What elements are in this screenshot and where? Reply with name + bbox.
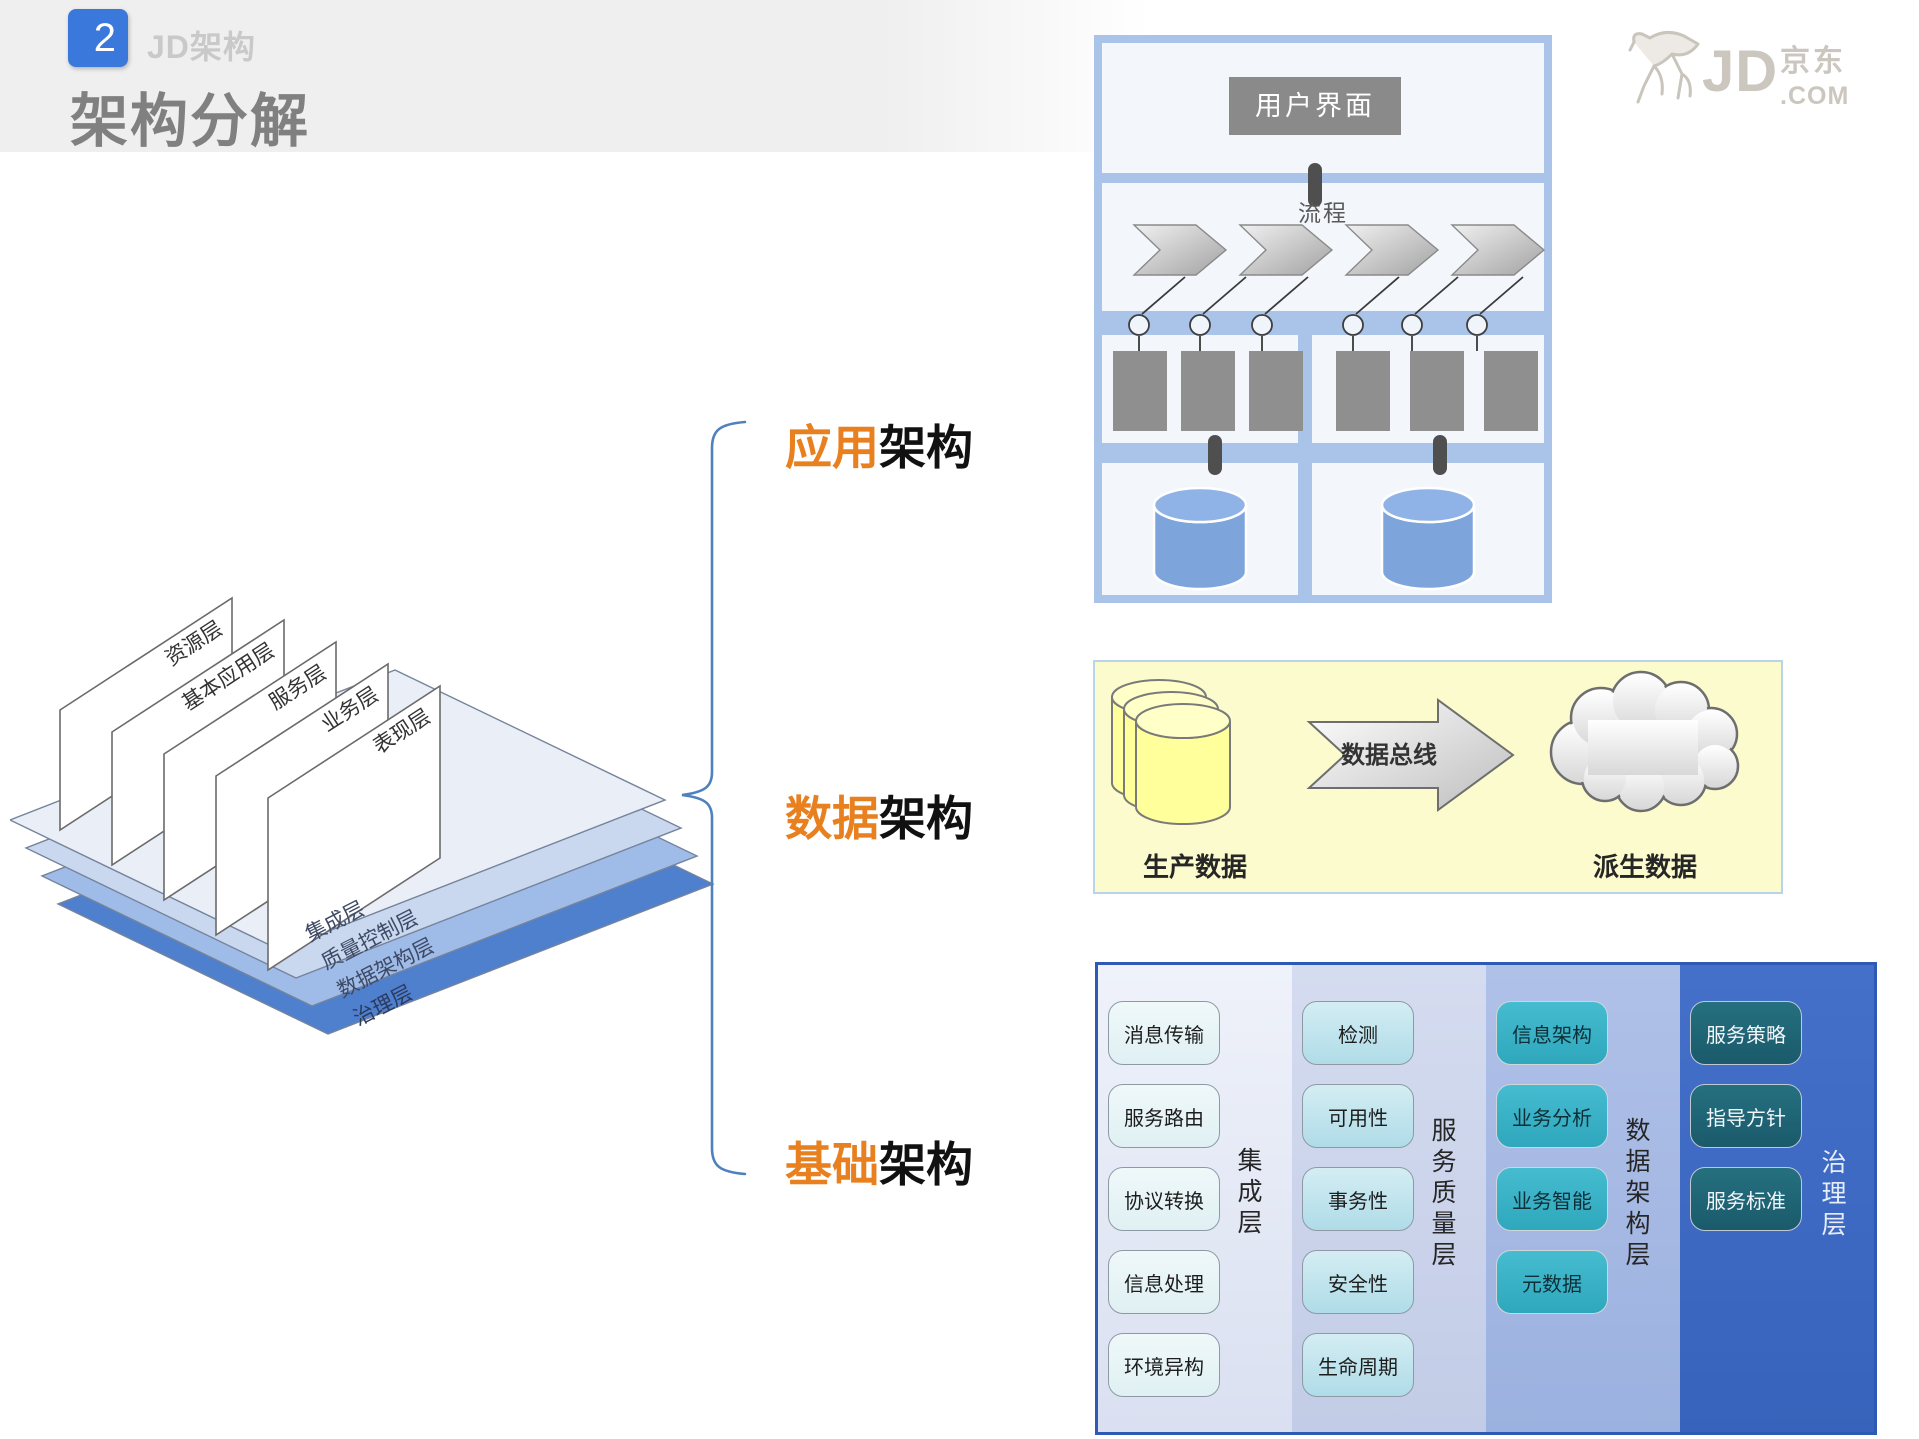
- label-rest: 架构: [879, 421, 973, 474]
- flow-chevron: [1450, 224, 1546, 276]
- infra-column-integration: 消息传输 服务路由 协议转换 信息处理 环境异构 集成层: [1098, 965, 1292, 1432]
- jd-logo-stack: 京东 .COM: [1780, 36, 1849, 111]
- infra-item: 信息处理: [1108, 1250, 1220, 1314]
- label-application-architecture: 应用架构: [785, 409, 973, 478]
- flow-chevron: [1132, 224, 1228, 276]
- connector-pill: [1208, 435, 1222, 475]
- jd-logo-cn: 京东: [1780, 45, 1846, 78]
- infra-item: 消息传输: [1108, 1001, 1220, 1065]
- port-circle: [1189, 314, 1211, 336]
- infra-item: 指导方针: [1690, 1084, 1802, 1148]
- infra-column-data-architecture: 信息架构 业务分析 业务智能 元数据 数据架构层: [1486, 965, 1680, 1432]
- header-band: [0, 0, 1919, 152]
- infra-layer-label: 集成层: [1234, 1147, 1262, 1240]
- iso-layer-diagram: 资源层 基本应用层 服务层 业务层 表现层 集成层 质量控制层 数据架构层 治理…: [10, 596, 715, 1035]
- derived-data-label: 派生数据: [1593, 852, 1697, 882]
- data-bus-label: 数据总线: [1341, 741, 1437, 769]
- jd-logo-com: .COM: [1780, 82, 1850, 110]
- connector-pill: [1433, 435, 1447, 475]
- infra-item: 元数据: [1496, 1250, 1608, 1314]
- infra-item: 服务策略: [1690, 1001, 1802, 1065]
- infra-item: 服务路由: [1108, 1084, 1220, 1148]
- section-number-badge: 2: [68, 9, 128, 67]
- component-box: [1336, 351, 1390, 431]
- infra-layer-label: 服务质量层: [1428, 1117, 1456, 1272]
- data-bus-arrow: [1306, 698, 1515, 812]
- label-highlight: 数据: [785, 792, 879, 845]
- infra-item: 环境异构: [1108, 1333, 1220, 1397]
- flow-chevron: [1344, 224, 1440, 276]
- label-rest: 架构: [879, 1138, 973, 1191]
- infra-item: 生命周期: [1302, 1333, 1414, 1397]
- label-highlight: 应用: [785, 421, 879, 474]
- component-box: [1249, 351, 1303, 431]
- component-box: [1410, 351, 1464, 431]
- label-highlight: 基础: [785, 1138, 879, 1191]
- source-cylinder-top: [1135, 703, 1231, 739]
- infra-column-service-quality: 检测 可用性 事务性 安全性 生命周期 服务质量层: [1292, 965, 1486, 1432]
- label-rest: 架构: [879, 792, 973, 845]
- section-label: JD架构: [147, 29, 256, 65]
- infra-item: 可用性: [1302, 1084, 1414, 1148]
- flow-label: 流程: [1298, 200, 1348, 226]
- ui-box: [1229, 77, 1401, 135]
- component-box: [1181, 351, 1235, 431]
- source-data-label: 生产数据: [1143, 852, 1247, 882]
- port-circle: [1401, 314, 1423, 336]
- component-box: [1113, 351, 1167, 431]
- iso-card-presentation: [267, 684, 441, 972]
- label-infrastructure: 基础架构: [785, 1126, 973, 1195]
- page-title: 架构分解: [70, 89, 311, 154]
- connector-pill: [1308, 163, 1322, 207]
- jd-logo-text: JD: [1702, 39, 1779, 104]
- database-cylinder-top: [1152, 486, 1248, 524]
- flow-chevron: [1238, 224, 1334, 276]
- infra-layer-label: 数据架构层: [1622, 1117, 1650, 1272]
- infra-layer-label: 治理层: [1818, 1149, 1846, 1242]
- infra-item: 协议转换: [1108, 1167, 1220, 1231]
- infra-item: 信息架构: [1496, 1001, 1608, 1065]
- application-architecture-diagram: 用户界面 流程: [1094, 35, 1552, 603]
- port-circle: [1342, 314, 1364, 336]
- infra-column-governance: 服务策略 指导方针 服务标准 治理层: [1680, 965, 1874, 1432]
- component-box: [1484, 351, 1538, 431]
- ui-box-label: 用户界面: [1255, 91, 1375, 121]
- port-circle: [1251, 314, 1273, 336]
- infra-item: 事务性: [1302, 1167, 1414, 1231]
- infrastructure-diagram: 消息传输 服务路由 协议转换 信息处理 环境异构 集成层 检测 可用性 事务性 …: [1095, 962, 1877, 1435]
- cloud-icon: [1549, 670, 1740, 813]
- data-architecture-diagram: 数据总线 生产数据 派生数据: [1093, 660, 1783, 894]
- infra-item: 业务智能: [1496, 1167, 1608, 1231]
- brace-path: [681, 420, 747, 1176]
- infra-item: 服务标准: [1690, 1167, 1802, 1231]
- label-data-architecture: 数据架构: [785, 780, 973, 849]
- infra-item: 安全性: [1302, 1250, 1414, 1314]
- jd-mascot-icon: [1628, 31, 1700, 104]
- port-circle: [1128, 314, 1150, 336]
- infra-item: 检测: [1302, 1001, 1414, 1065]
- brace: [681, 420, 747, 1176]
- port-circle: [1466, 314, 1488, 336]
- jd-logo: JD 京东 .COM: [1628, 20, 1913, 112]
- section-number: 2: [93, 15, 116, 60]
- database-cylinder-top: [1380, 486, 1476, 524]
- infra-item: 业务分析: [1496, 1084, 1608, 1148]
